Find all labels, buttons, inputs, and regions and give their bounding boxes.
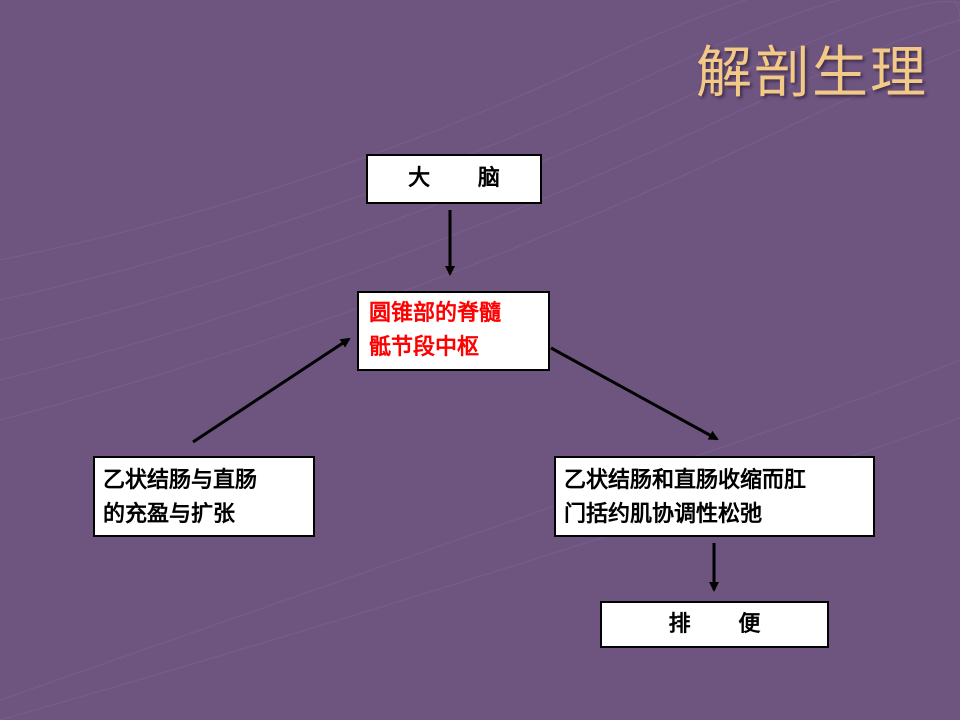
brain-box: 大 脑 [366,154,542,204]
fill-distension-line2: 的充盈与扩张 [103,502,236,527]
page-title: 解剖生理 [696,41,928,106]
contract-relax-line2: 门括约肌协调性松弛 [564,502,763,527]
defecation-box: 排 便 [600,601,829,648]
spinal-center-box: 圆锥部的脊髓 骶节段中枢 [357,291,550,371]
contract-relax-box: 乙状结肠和直肠收缩而肛 门括约肌协调性松弛 [554,456,875,537]
brain-label: 大 脑 [408,166,520,191]
defecation-label: 排 便 [668,611,781,637]
spinal-center-line2: 骶节段中枢 [369,335,480,360]
fill-distension-line1: 乙状结肠与直肠 [103,468,258,493]
fill-distension-box: 乙状结肠与直肠 的充盈与扩张 [93,456,315,537]
spinal-center-line1: 圆锥部的脊髓 [369,301,502,326]
arrow-center-to-contract [550,346,719,441]
contract-relax-line1: 乙状结肠和直肠收缩而肛 [564,468,807,493]
arrow-fill-to-center [192,337,351,444]
